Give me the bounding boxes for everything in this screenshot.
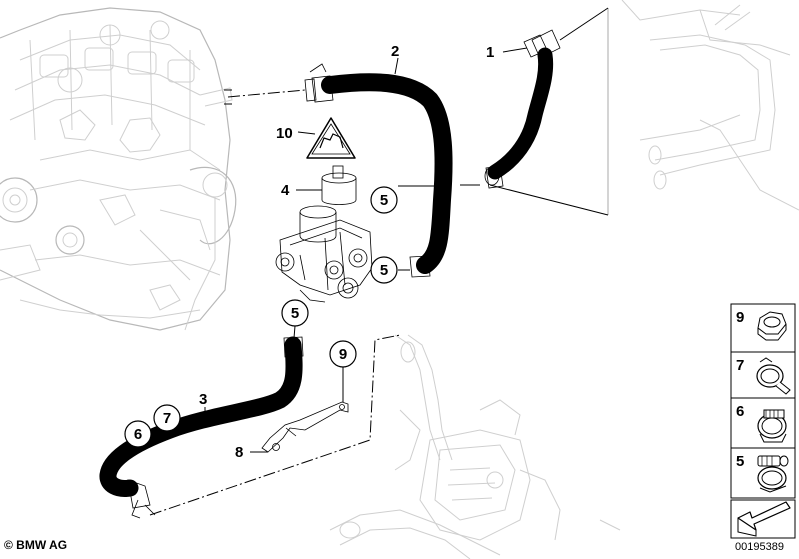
valve-part-4: [275, 165, 373, 303]
callout-7: 7: [163, 410, 171, 427]
callout-5-upper: 5: [380, 192, 388, 209]
bracket-part-8: [261, 401, 349, 453]
callout-5-middle: 5: [380, 262, 388, 279]
leader-lines: [149, 7, 609, 516]
callout-5-lower: 5: [291, 305, 299, 322]
callout-2: 2: [391, 43, 399, 60]
callout-10: 10: [276, 125, 293, 142]
nut-icon: [757, 311, 787, 341]
callout-4: 4: [281, 182, 290, 199]
legend-number-9: 9: [736, 309, 744, 326]
hose-clamp-icon: [757, 409, 787, 443]
radiator-pipes-drawing: [607, 0, 799, 215]
legend-number-7: 7: [736, 357, 744, 374]
callout-1: 1: [486, 44, 494, 61]
engine-block-drawing: [0, 7, 237, 331]
document-number: 00195389: [735, 541, 784, 553]
screw-clamp-icon: [757, 455, 789, 493]
hose-part-2: [304, 63, 453, 278]
legend-number-6: 6: [736, 403, 744, 420]
callout-9: 9: [339, 346, 347, 363]
spring-clamp-icon: [756, 357, 791, 395]
callout-6: 6: [134, 426, 142, 443]
legend-panel: 9 7 6 5: [730, 303, 796, 539]
warning-label-part-10: [306, 117, 356, 159]
lower-engine-bay-drawing: [329, 334, 621, 559]
orientation-arrow-icon: [737, 501, 791, 537]
hose-part-1: [484, 29, 561, 189]
callouts: 1 2 3 4 8 10 5 5 5 6 7 9: [124, 43, 494, 461]
legend-number-5: 5: [736, 453, 744, 470]
callout-8: 8: [235, 444, 243, 461]
callout-3: 3: [199, 391, 207, 408]
copyright-text: © BMW AG: [4, 538, 68, 552]
